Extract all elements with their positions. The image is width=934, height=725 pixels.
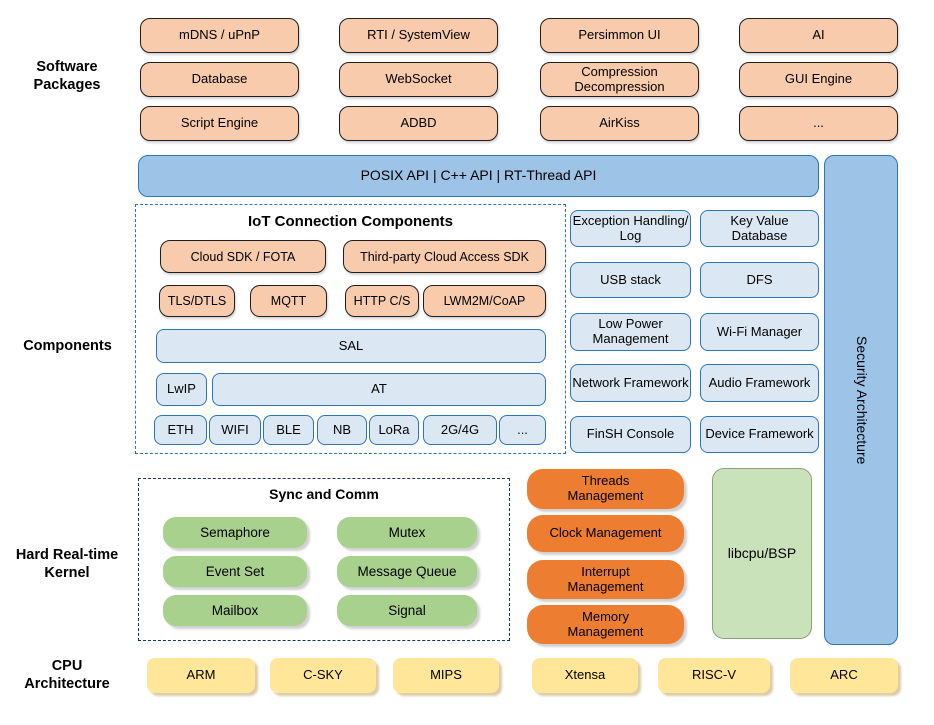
package-box: AI: [739, 18, 898, 53]
ipc-box: Signal: [337, 595, 477, 626]
package-box: mDNS / uPnP: [140, 18, 299, 53]
iot-protocol-box: MQTT: [250, 285, 327, 317]
service-box: DFS: [700, 262, 819, 298]
libcpu-bsp-box: libcpu/BSP: [712, 468, 812, 639]
label-cpu-architecture: CPU Architecture: [24, 658, 110, 693]
cpu-arch-box: MIPS: [393, 658, 499, 693]
kernel-mgmt-box: Clock Management: [527, 515, 684, 552]
ipc-box: Event Set: [163, 556, 307, 587]
label-hard-realtime-kernel: Hard Real-time Kernel: [15, 547, 119, 582]
ipc-box: Mailbox: [163, 595, 307, 626]
service-box: Audio Framework: [700, 364, 819, 402]
package-box: RTI / SystemView: [339, 18, 498, 53]
iot-protocol-box: LWM2M/CoAP: [423, 285, 546, 317]
api-bar: POSIX API | C++ API | RT-Thread API: [138, 155, 819, 197]
package-box: ADBD: [339, 106, 498, 141]
ipc-box: Semaphore: [163, 517, 307, 548]
cpu-arch-box: ARC: [790, 658, 898, 693]
kernel-mgmt-box: Interrupt Management: [527, 560, 684, 599]
link-box: LoRa: [369, 415, 419, 445]
iot-section-title: IoT Connection Components: [248, 213, 453, 230]
service-box: Low Power Management: [570, 313, 691, 351]
sal-box: SAL: [156, 329, 546, 363]
link-box: WIFI: [209, 415, 261, 445]
iot-components-section: [135, 204, 566, 454]
link-box: 2G/4G: [423, 415, 497, 445]
cpu-arch-box: C-SKY: [270, 658, 376, 693]
package-box: Script Engine: [140, 106, 299, 141]
link-box: ETH: [154, 415, 207, 445]
service-box: Network Framework: [570, 364, 691, 402]
kernel-mgmt-box: Threads Management: [527, 469, 684, 509]
at-box: AT: [212, 373, 546, 406]
package-box: Database: [140, 62, 299, 97]
iot-protocol-box: TLS/DTLS: [159, 285, 235, 317]
package-box: Compression Decompression: [540, 62, 699, 97]
service-box: Device Framework: [700, 416, 819, 453]
iot-sdk-box: Third-party Cloud Access SDK: [343, 240, 546, 273]
link-box: BLE: [263, 415, 314, 445]
cpu-arch-box: Xtensa: [532, 658, 638, 693]
iot-sdk-box: Cloud SDK / FOTA: [160, 240, 326, 273]
service-box: Wi-Fi Manager: [700, 313, 819, 351]
package-box: ...: [739, 106, 898, 141]
link-box: ...: [499, 415, 546, 445]
security-architecture-bar: Security Architecture: [824, 155, 898, 645]
ipc-box: Message Queue: [337, 556, 477, 587]
label-components: Components: [23, 338, 112, 354]
package-box: Persimmon UI: [540, 18, 699, 53]
package-box: WebSocket: [339, 62, 498, 97]
link-box: NB: [317, 415, 367, 445]
service-box: USB stack: [570, 262, 691, 298]
service-box: Exception Handling/ Log: [570, 210, 691, 247]
service-box: FinSH Console: [570, 416, 691, 453]
sync-comm-section: [138, 478, 510, 641]
cpu-arch-box: RISC-V: [658, 658, 770, 693]
label-software-packages: Software Packages: [33, 59, 101, 94]
cpu-arch-box: ARM: [147, 658, 255, 693]
package-box: GUI Engine: [739, 62, 898, 97]
sync-comm-title: Sync and Comm: [269, 486, 379, 502]
package-box: AirKiss: [540, 106, 699, 141]
service-box: Key Value Database: [700, 210, 819, 247]
kernel-mgmt-box: Memory Management: [527, 605, 684, 644]
ipc-box: Mutex: [337, 517, 477, 548]
iot-protocol-box: HTTP C/S: [345, 285, 419, 317]
lwip-box: LwIP: [156, 373, 207, 406]
